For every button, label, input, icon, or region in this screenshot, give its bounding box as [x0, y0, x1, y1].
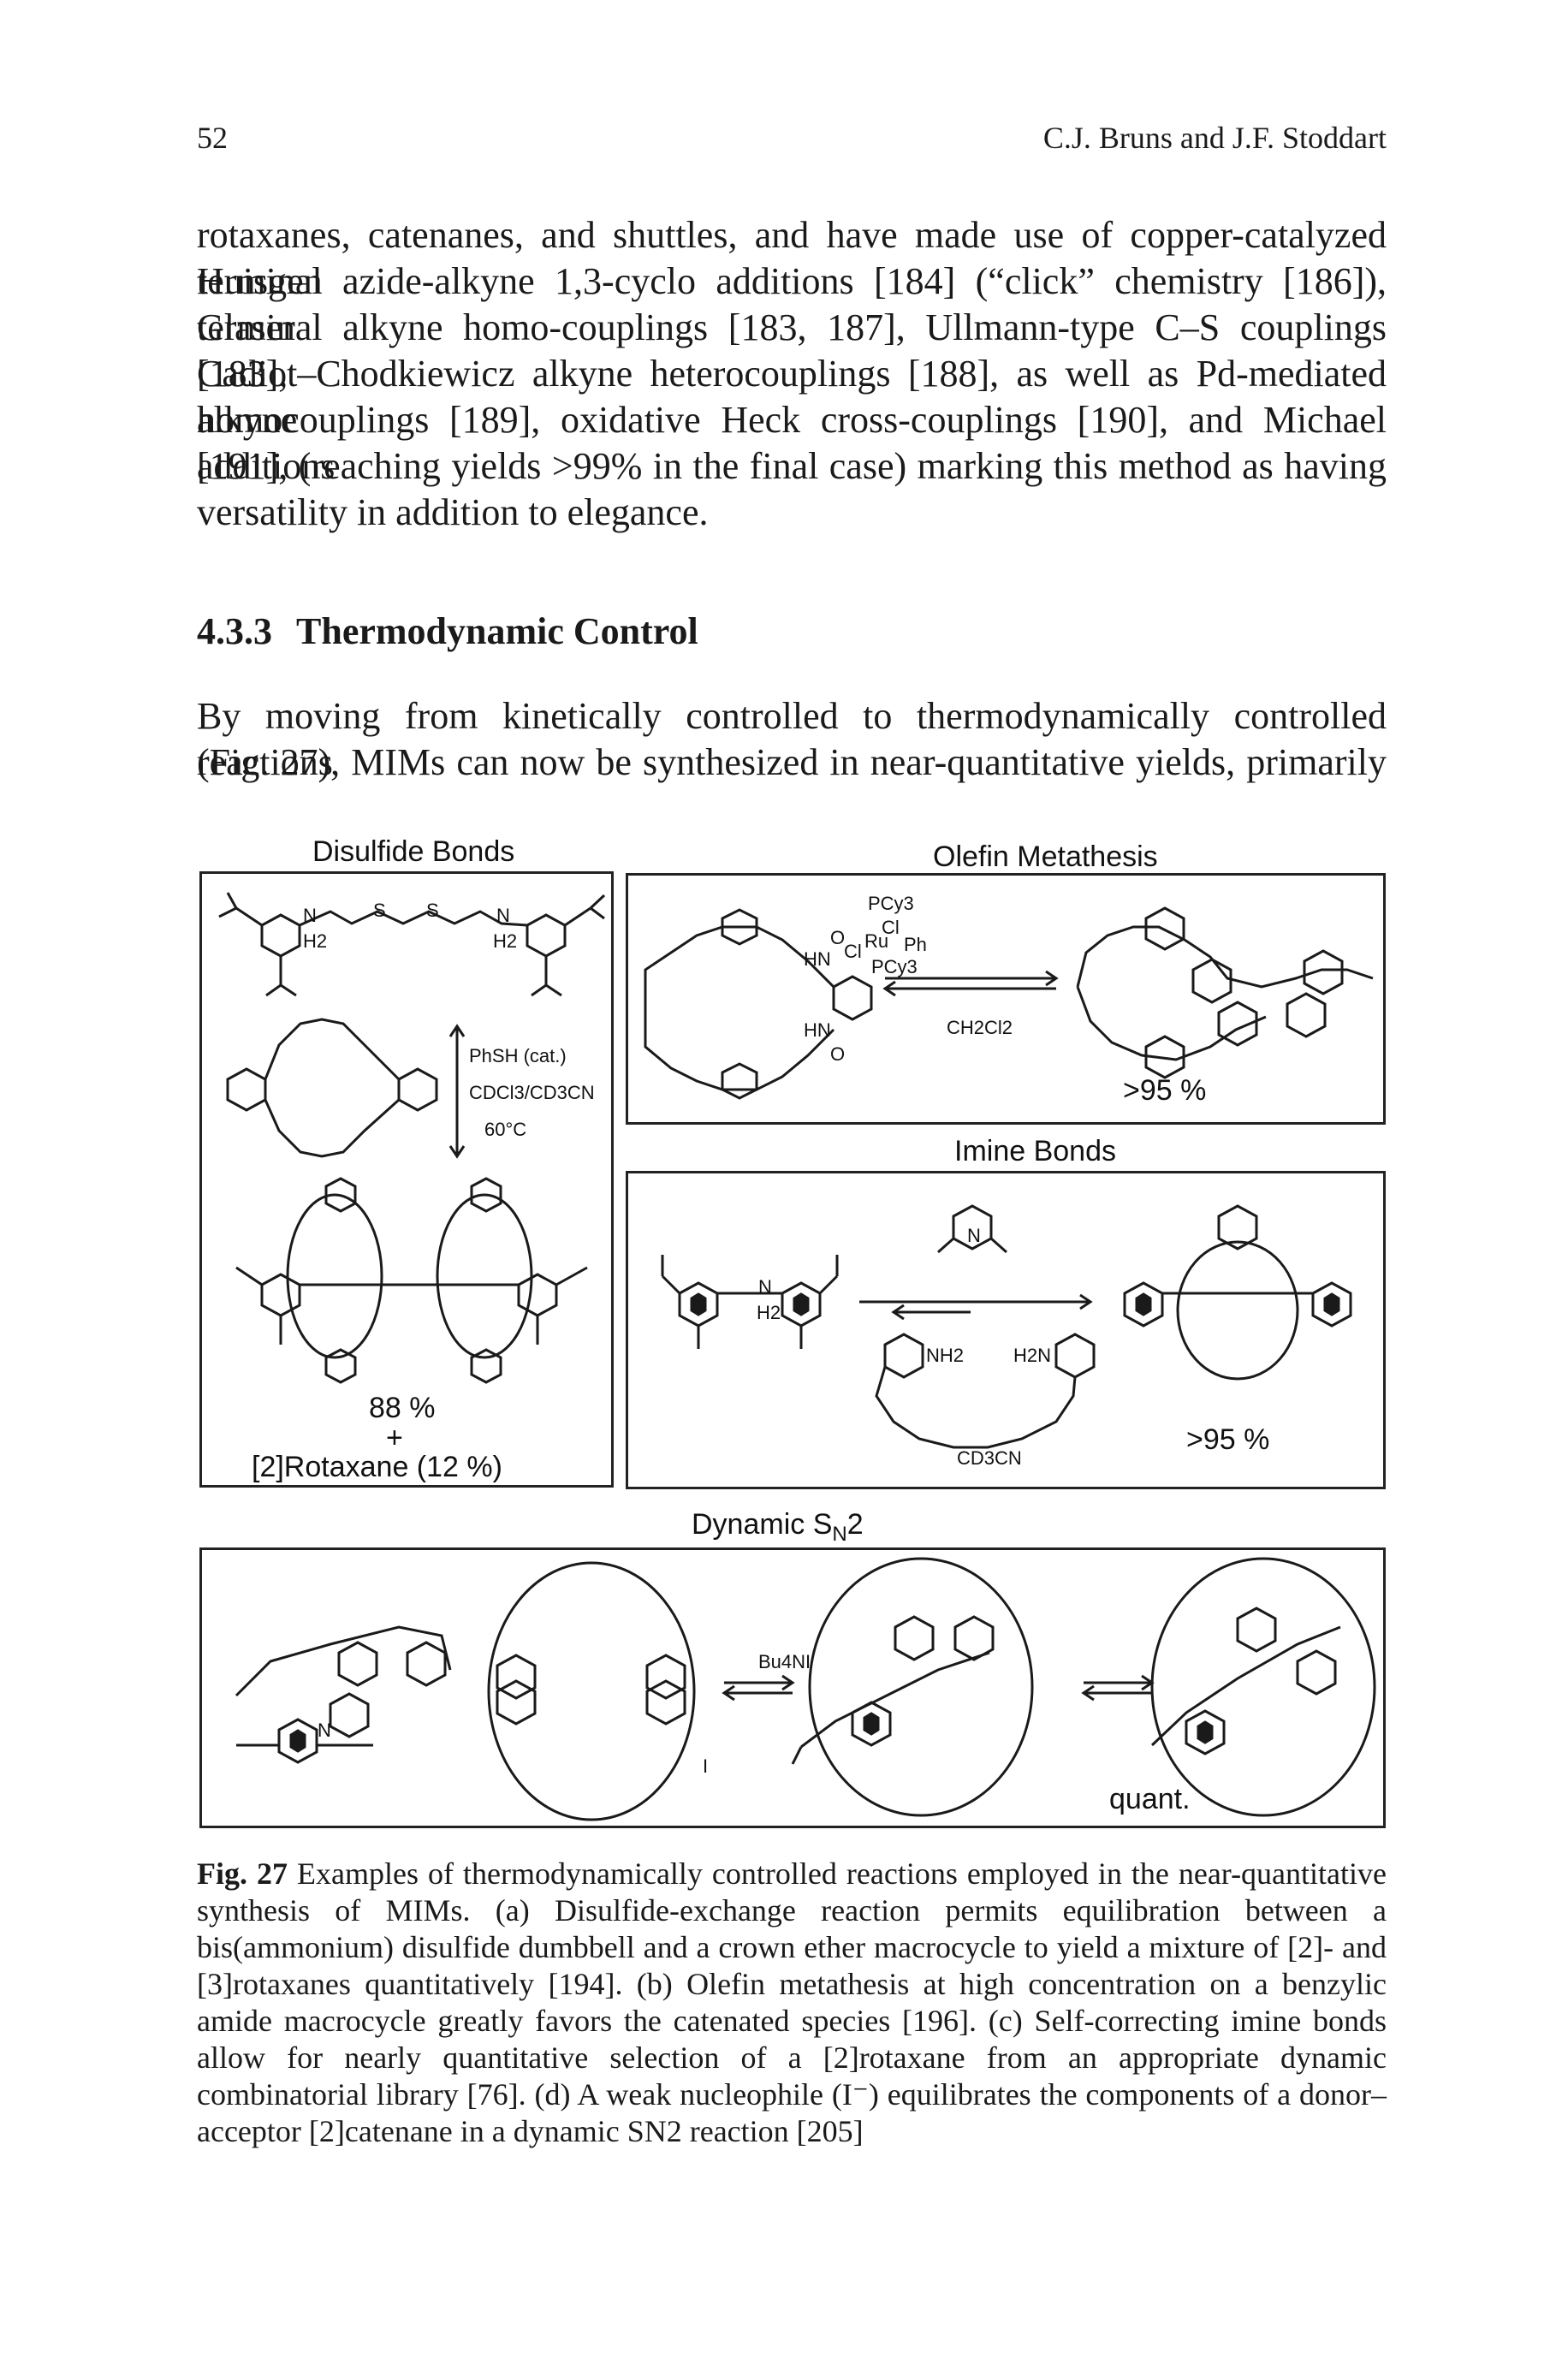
catalyst-ph: Ph	[904, 934, 927, 955]
olefin-panel: PCy3 Cl Ru Cl Ph PCy3 CH2Cl2 HN O HN O >…	[626, 873, 1386, 1125]
atom-label-hn-top: HN	[804, 948, 831, 970]
atom-label-h2n: H2N	[1013, 1345, 1052, 1366]
atom-label-n-cyclophane: N	[318, 1720, 331, 1741]
figure-caption: Fig. 27 Examples of thermodynamically co…	[197, 1856, 1387, 2150]
atom-label-h2-imine: H2	[757, 1302, 781, 1323]
atom-label-s-left: S	[373, 900, 386, 921]
atom-label-hn-bottom: HN	[804, 1019, 831, 1041]
disulfide-yield-main: 88 %	[369, 1392, 436, 1424]
paragraph-2-line-2: (Fig. 27), MIMs can now be synthesized i…	[197, 741, 1387, 783]
imine-solvent: CD3CN	[957, 1447, 1022, 1469]
disulfide-plus: +	[386, 1422, 403, 1454]
atom-label-n-pyridine: N	[967, 1225, 981, 1246]
section-heading: 4.3.3 Thermodynamic Control	[197, 609, 698, 653]
paragraph-1-line-6: [191], (reaching yields >99% in the fina…	[197, 445, 1387, 487]
atom-label-o-top: O	[830, 927, 846, 948]
sn2-reagent: Bu4NI	[758, 1651, 811, 1672]
imine-yield: >95 %	[1186, 1423, 1270, 1456]
paragraph-1-line-3: terminal alkyne homo-couplings [183, 187…	[197, 306, 1387, 395]
paragraph-1-line-2: terminal azide-alkyne 1,3-cyclo addition…	[197, 260, 1387, 348]
imine-panel-label: Imine Bonds	[954, 1135, 1116, 1167]
atom-label-s-right: S	[426, 900, 439, 921]
atom-label-n-imine: N	[758, 1276, 772, 1298]
paragraph-1-line-7: versatility in addition to elegance.	[197, 491, 709, 533]
section-number: 4.3.3	[197, 610, 272, 652]
olefin-panel-label: Olefin Metathesis	[933, 841, 1158, 873]
reagent-temperature: 60°C	[484, 1119, 527, 1140]
olefin-yield: >95 %	[1123, 1074, 1207, 1107]
figure-caption-ref: Fig. 27	[197, 1856, 288, 1891]
atom-label-n-left: N	[303, 905, 317, 926]
sn2-panel: Bu4NI N I quant.	[199, 1547, 1386, 1828]
paragraph-2-line-1: By moving from kinetically controlled to…	[197, 695, 1387, 783]
disulfide-dumbbell-structure	[218, 892, 606, 1384]
running-head-authors: C.J. Bruns and J.F. Stoddart	[1042, 121, 1387, 155]
catalyst-cl-top: Cl	[882, 917, 900, 938]
section-title: Thermodynamic Control	[296, 610, 698, 652]
atom-label-h2-left: H2	[303, 930, 328, 952]
figure-caption-text: Examples of thermodynamically controlled…	[197, 1856, 1387, 2148]
sn2-panel-label: Dynamic SN2	[692, 1508, 864, 1546]
imine-structure	[661, 1204, 1352, 1449]
atom-label-nh2: NH2	[926, 1345, 965, 1366]
atom-label-n-right: N	[496, 905, 510, 926]
catalyst-pcy3-top: PCy3	[868, 893, 914, 914]
imine-panel: N H2 NH2 H2N N CD3CN >95 %	[626, 1171, 1386, 1489]
atom-label-iodide: I	[703, 1755, 709, 1777]
atom-label-h2-right: H2	[493, 930, 518, 952]
sn2-yield: quant.	[1109, 1783, 1191, 1815]
reagent-solvent: CDCl3/CD3CN	[469, 1082, 595, 1103]
paragraph-1-line-1: rotaxanes, catenanes, and shuttles, and …	[197, 214, 1387, 302]
atom-label-o-bottom: O	[830, 1043, 846, 1065]
page-number: 52	[197, 121, 228, 155]
catalyst-ru: Ru	[864, 930, 889, 952]
paragraph-1-line-5: homocouplings [189], oxidative Heck cros…	[197, 399, 1387, 487]
disulfide-yield-minor: [2]Rotaxane (12 %)	[252, 1451, 502, 1483]
disulfide-panel: N H2 S S N H2 PhSH (cat.) CDCl3/CD3CN 60…	[199, 871, 614, 1488]
sn2-catenane-structure	[235, 1557, 1376, 1821]
disulfide-panel-label: Disulfide Bonds	[312, 835, 515, 868]
catalyst-cl-left: Cl	[844, 941, 862, 962]
olefin-solvent: CH2Cl2	[947, 1017, 1013, 1038]
reagent-phsh: PhSH (cat.)	[469, 1045, 567, 1066]
olefin-metathesis-structure	[644, 906, 1374, 1100]
paragraph-1-line-4: Cadiot–Chodkiewicz alkyne heterocoupling…	[197, 353, 1387, 441]
catalyst-pcy3-bottom: PCy3	[871, 956, 918, 977]
